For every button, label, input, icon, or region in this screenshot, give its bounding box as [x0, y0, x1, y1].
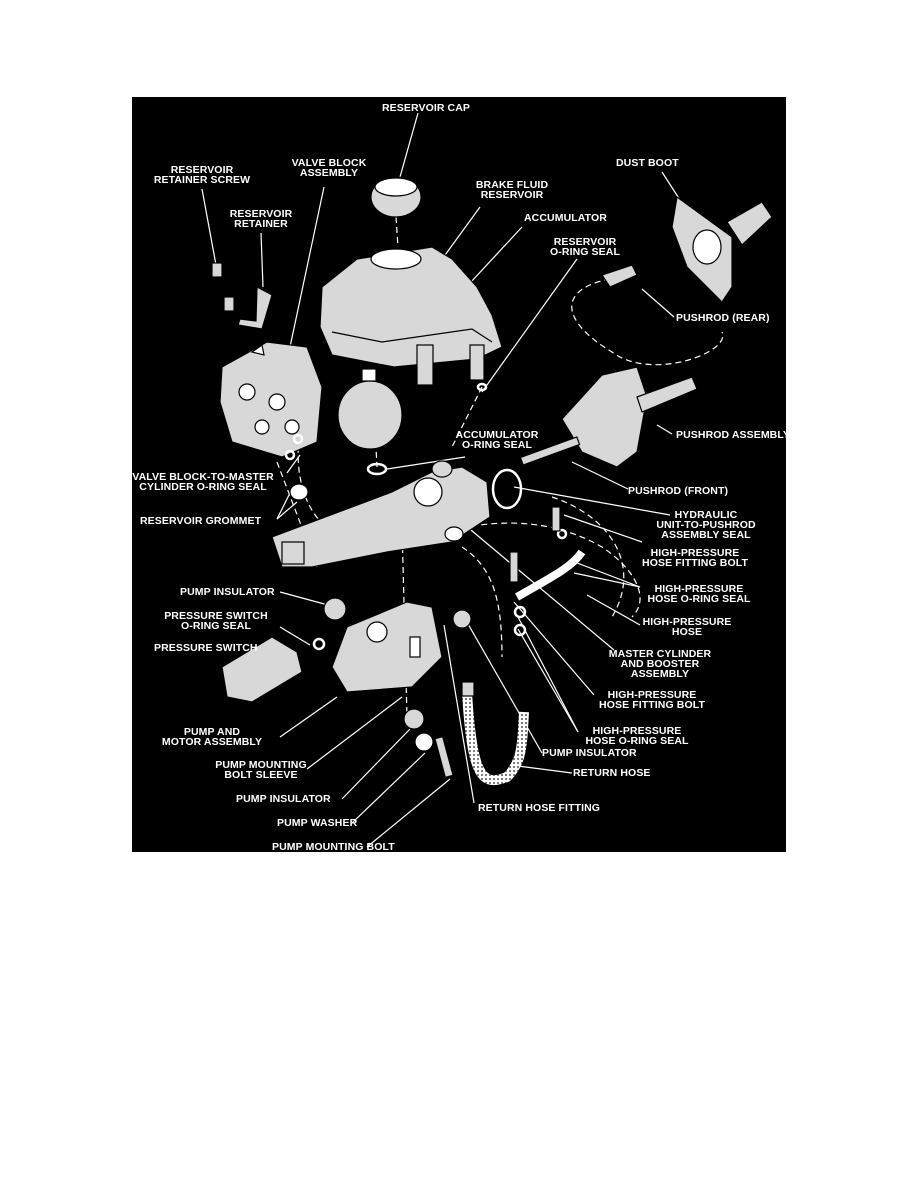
label-pump-insulator-1: PUMP INSULATOR [180, 586, 275, 598]
valve-block-part [219, 341, 323, 458]
return-hose-part [461, 681, 529, 786]
high-pressure-hose-part [509, 506, 586, 601]
pump-and-motor-part [323, 597, 472, 779]
brake-fluid-reservoir-part [319, 246, 503, 386]
label-pushrod-rear: PUSHROD (REAR) [676, 312, 770, 324]
label-pump-insulator-3: PUMP INSULATOR [236, 793, 331, 805]
pressure-switch-part [221, 636, 303, 703]
label-pressure-switch: PRESSURE SWITCH [154, 642, 258, 654]
parts-drawing [201, 112, 773, 848]
label-reservoir-grommet: RESERVOIR GROMMET [140, 515, 262, 527]
label-pushrod-assembly: PUSHROD ASSEMBLY [676, 429, 786, 441]
label-pump-mounting-bolt: PUMP MOUNTING BOLT [272, 841, 395, 852]
parts [211, 176, 773, 786]
reservoir-cap-part [370, 176, 422, 218]
master-cylinder-part [271, 460, 491, 568]
label-pump-insulator-2: PUMP INSULATOR [542, 747, 637, 759]
label-reservoir-cap: RESERVOIR CAP [381, 102, 471, 114]
label-dust-boot: DUST BOOT [616, 157, 679, 169]
o-ring-parts [284, 382, 568, 651]
label-pump-washer: PUMP WASHER [277, 817, 358, 829]
label-accumulator: ACCUMULATOR [524, 212, 607, 224]
label-return-hose: RETURN HOSE [573, 767, 651, 779]
reservoir-retainer-part [211, 262, 273, 330]
leader-lines [201, 112, 681, 848]
pushrod-assembly-part [519, 366, 698, 468]
dust-boot-part [601, 195, 773, 303]
label-pushrod-front: PUSHROD (FRONT) [628, 485, 729, 497]
accumulator-part [337, 368, 403, 450]
label-return-hose-fitting: RETURN HOSE FITTING [478, 802, 601, 814]
